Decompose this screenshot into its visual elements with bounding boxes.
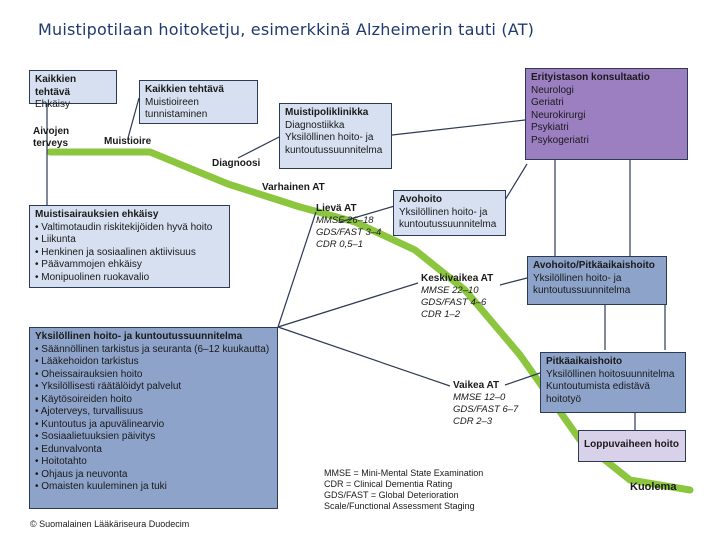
box-line: Diagnostiikka: [285, 119, 345, 131]
label-aivojen: Aivojen: [33, 126, 70, 137]
legend-line: Scale/Functional Assessment Staging: [324, 501, 475, 511]
list-item: Ohjaus ja neuvonta: [35, 469, 272, 482]
box-loppuvaiheen-hoito: Loppuvaiheen hoito: [578, 430, 686, 462]
box-heading: Erityistason konsultaatio: [531, 72, 650, 83]
box-muistipoliklinikka: Muistipoliklinikka Diagnostiikka Yksilöl…: [279, 103, 392, 169]
box-kaikkien-tehtava-tunnistaminen: Kaikkien tehtävä Muistioireen tunnistami…: [139, 80, 258, 124]
box-pitkaaikaishoito: Pitkäaikaishoito Yksilöllinen hoitosuunn…: [540, 352, 686, 413]
stage-mmse: MMSE 26–18: [316, 215, 374, 226]
legend-line: MMSE = Mini-Mental State Examination: [324, 468, 484, 478]
list-item: Käytösoireiden hoito: [35, 394, 272, 407]
label-muistioire: Muistioire: [104, 136, 152, 147]
list-item: Omaisten kuuleminen ja tuki: [35, 481, 272, 494]
copyright: © Suomalainen Lääkäriseura Duodecim: [30, 519, 190, 529]
box-line: Neurologi: [531, 84, 574, 96]
list-item: Päävammojen ehkäisy: [35, 259, 224, 272]
list-item: Monipuolinen ruokavalio: [35, 272, 224, 285]
stage-mmse: MMSE 22–10: [421, 285, 479, 296]
ehkaisy-list: Valtimotaudin riskitekijöiden hyvä hoito…: [35, 222, 224, 285]
stage-cdr: CDR 2–3: [453, 416, 493, 427]
legend-line: CDR = Clinical Dementia Rating: [324, 479, 453, 489]
box-heading: Avohoito/Pitkäaikaishoito: [533, 260, 655, 271]
stage-name: Keskivaikea AT: [421, 273, 494, 284]
arrows: [46, 97, 666, 430]
box-heading: Loppuvaiheen hoito: [584, 439, 679, 450]
box-avohoito: Avohoito Yksilöllinen hoito- ja kuntoutu…: [393, 190, 506, 236]
box-line: Psykiatri: [531, 122, 569, 133]
box-line: kuntoutussuunnitelma: [533, 285, 631, 296]
stage-name: Lievä AT: [316, 203, 357, 214]
list-item: Hoitotahto: [35, 456, 272, 469]
legend: MMSE = Mini-Mental State Examination CDR…: [324, 468, 483, 512]
yksilo-list: Säännöllinen tarkistus ja seuranta (6–12…: [35, 344, 272, 494]
page-title: Muistipotilaan hoitoketju, esimerkkinä A…: [38, 20, 535, 39]
box-heading: Muistisairauksien ehkäisy: [35, 209, 159, 220]
box-line: Yksilöllinen hoito- ja: [285, 132, 374, 143]
list-item: Liikunta: [35, 234, 224, 247]
stage-keskivaikea-at: Keskivaikea AT MMSE 22–10 GDS/FAST 4–6 C…: [421, 273, 493, 321]
box-heading: Kaikkien tehtävä: [145, 84, 224, 95]
list-item: Oheissairauksien hoito: [35, 369, 272, 382]
box-line: Yksilöllinen hoitosuunnitelma: [546, 368, 675, 380]
box-line: Yksilöllinen hoito- ja: [399, 206, 488, 218]
list-item: Yksilöllisesti räätälöidyt palvelut: [35, 381, 272, 394]
label-terveys: terveys: [33, 138, 69, 149]
box-erityistason-konsultaatio: Erityistason konsultaatio Neurologi Geri…: [525, 68, 688, 160]
box-line: Kuntoutumista edistävä: [546, 381, 650, 392]
label-varhainen-at: Varhainen AT: [262, 182, 325, 193]
list-item: Ajoterveys, turvallisuus: [35, 406, 272, 419]
box-line: Yksilöllinen hoito- ja: [533, 272, 622, 284]
stage-cdr: CDR 0,5–1: [316, 239, 363, 250]
list-item: Edunvalvonta: [35, 444, 272, 457]
stage-lieva-at: Lievä AT MMSE 26–18 GDS/FAST 3–4 CDR 0,5…: [316, 203, 381, 251]
stage-gds: GDS/FAST 3–4: [316, 227, 382, 238]
list-item: Säännöllinen tarkistus ja seuranta (6–12…: [35, 344, 272, 357]
stage-vaikea-at: Vaikea AT MMSE 12–0 GDS/FAST 6–7 CDR 2–3: [453, 380, 518, 428]
box-heading: Yksilöllinen hoito- ja kuntoutussuunnite…: [35, 331, 243, 342]
box-line: Geriatri: [531, 97, 564, 108]
stage-cdr: CDR 1–2: [421, 309, 461, 320]
stage-mmse: MMSE 12–0: [453, 392, 506, 403]
box-line: Neurokirurgi: [531, 109, 586, 121]
box-muistisairauksien-ehkaisy: Muistisairauksien ehkäisy Valtimotaudin …: [29, 205, 230, 288]
box-heading: Muistipoliklinikka: [285, 107, 369, 118]
box-line: Psykogeriatri: [531, 134, 589, 146]
box-kaikkien-tehtava-ehkaisy: Kaikkien tehtävä Ehkäisy: [29, 70, 117, 110]
box-yksilollinen-hoito-kuntoutussuunnitelma: Yksilöllinen hoito- ja kuntoutussuunnite…: [29, 327, 278, 509]
label-diagnoosi: Diagnoosi: [212, 158, 261, 169]
stage-gds: GDS/FAST 6–7: [453, 404, 519, 415]
list-item: Lääkehoidon tarkistus: [35, 356, 272, 369]
box-heading: Kaikkien tehtävä: [35, 74, 77, 98]
box-line: kuntoutussuunnitelma: [399, 219, 497, 230]
list-item: Kuntoutus ja apuvälinearvio: [35, 419, 272, 432]
box-line: kuntoutussuunnitelma: [285, 144, 383, 156]
list-item: Valtimotaudin riskitekijöiden hyvä hoito: [35, 222, 224, 235]
label-kuolema: Kuolema: [630, 481, 677, 493]
stage-name: Vaikea AT: [453, 380, 500, 391]
box-line: Ehkäisy: [35, 99, 71, 110]
box-line: Muistioireen: [145, 96, 199, 108]
list-item: Henkinen ja sosiaalinen aktiivisuus: [35, 247, 224, 260]
box-line: hoitotyö: [546, 393, 582, 405]
stage-gds: GDS/FAST 4–6: [421, 297, 487, 308]
box-heading: Pitkäaikaishoito: [546, 356, 623, 367]
list-item: Sosiaalietuuksien päivitys: [35, 431, 272, 444]
legend-line: GDS/FAST = Global Deterioration: [324, 490, 459, 500]
box-avohoito-pitkaaikaishoito: Avohoito/Pitkäaikaishoito Yksilöllinen h…: [527, 256, 667, 305]
box-heading: Avohoito: [399, 194, 442, 205]
box-line: tunnistaminen: [145, 109, 208, 120]
